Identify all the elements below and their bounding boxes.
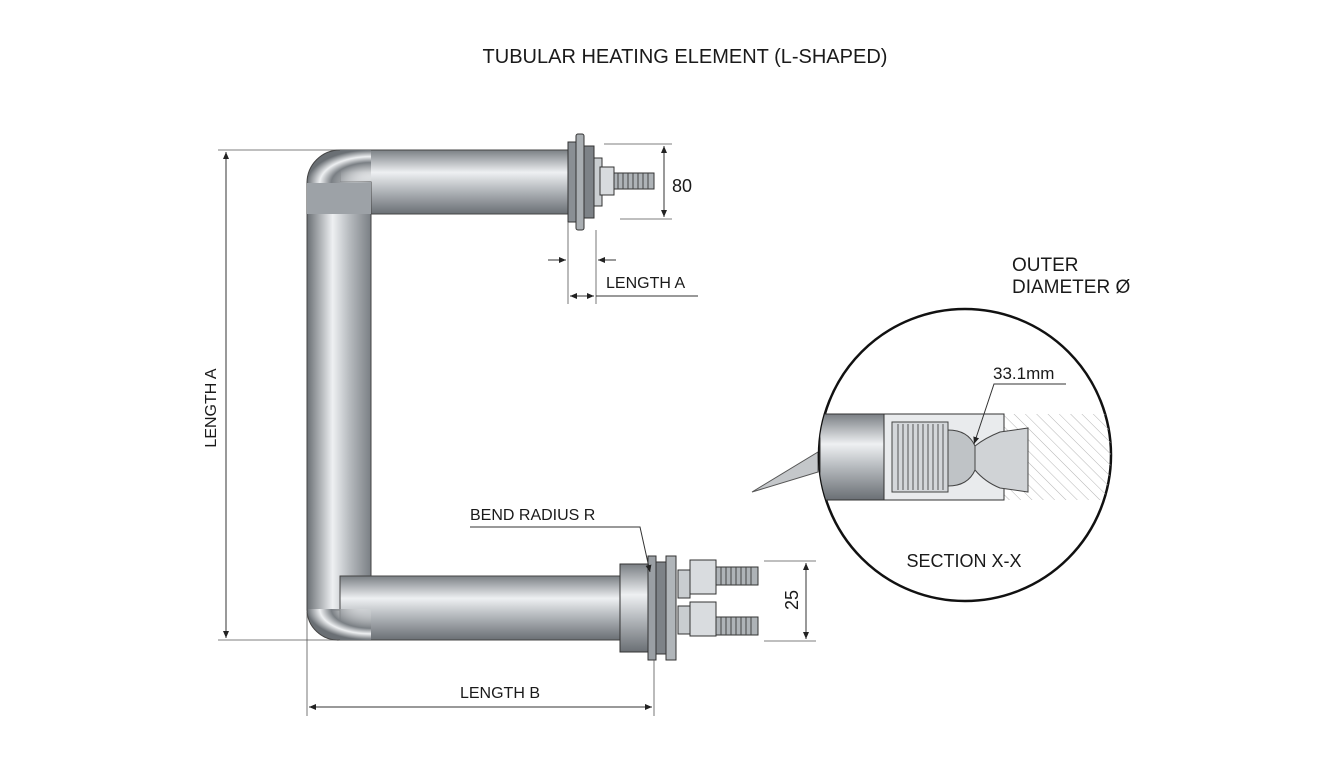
dimension-bottom-length: LENGTH B	[306, 612, 655, 716]
top-offset-label: LENGTH A	[606, 275, 685, 292]
dimension-top-terminal: 80	[604, 143, 692, 220]
heating-tube	[306, 149, 623, 641]
dimension-top-offset: LENGTH A	[548, 222, 698, 304]
section-caption: SECTION X-X	[906, 551, 1021, 571]
top-terminal	[567, 133, 655, 231]
top-terminal-value: 80	[672, 176, 692, 196]
height-label: LENGTH A	[203, 368, 220, 447]
od-label-line1: OUTER	[1012, 255, 1079, 276]
od-value-label: 33.1mm	[993, 364, 1054, 383]
bottom-terminal	[619, 555, 759, 661]
dimension-height: LENGTH A	[203, 149, 340, 641]
od-label-line2: DIAMETER Ø	[1012, 277, 1130, 298]
bend-radius-callout: BEND RADIUS R	[470, 507, 652, 573]
drawing-title: TUBULAR HEATING ELEMENT (L-SHAPED)	[483, 46, 888, 68]
section-detail: 33.1mm SECTION X-X OUTER DIAMETER Ø	[751, 255, 1130, 603]
bend-radius-label: BEND RADIUS R	[470, 507, 595, 524]
bottom-length-label: LENGTH B	[460, 685, 540, 702]
bottom-terminal-value: 25	[782, 590, 802, 610]
dimension-bottom-terminal: 25	[764, 560, 816, 642]
